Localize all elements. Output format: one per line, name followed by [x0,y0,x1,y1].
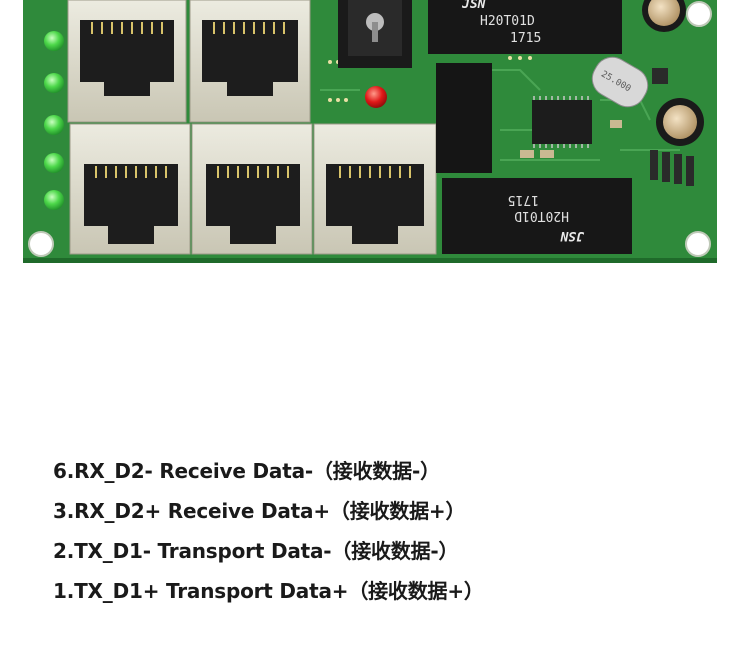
red-led [365,86,387,108]
top-transformer: JSN H20T01D 1715 [428,0,622,54]
bottom-date-code: 1715 [508,192,539,207]
bottom-brand-mark: JSN [560,228,585,243]
green-led [44,115,64,135]
top-part-number: H20T01D [480,14,535,29]
green-led [44,31,64,51]
mount-hole [686,232,710,256]
dc-power-jack [338,0,412,68]
pin-definition: 1.TX_D1+ Transport Data+（接收数据+） [53,579,484,603]
pcb-photo: JSN H20T01D 1715 25.000 [23,0,717,263]
pin-definition: 3.RX_D2+ Receive Data+（接收数据+） [53,499,466,523]
rj45-jack [189,0,311,123]
pin-definition: 6.RX_D2- Receive Data-（接收数据-） [53,459,440,483]
capacitor [642,0,686,32]
crystal-oscillator: 25.000 [591,56,649,108]
brand-mark: JSN [461,0,486,12]
green-led [44,153,64,173]
black-component [436,63,492,173]
top-date-code: 1715 [510,31,541,46]
rj45-jack [67,0,187,123]
rj45-jack [191,123,313,255]
pin-definition: 2.TX_D1- Transport Data-（接收数据-） [53,539,459,563]
bottom-part-number: H20T01D [514,208,569,223]
capacitor [656,98,704,146]
rj45-jack [313,123,437,255]
green-led [44,190,64,210]
green-led [44,73,64,93]
led-column [44,31,64,210]
mount-hole [29,232,53,256]
bottom-transformer: JSN H20T01D 1715 [442,178,632,254]
pin-definition-list: 6.RX_D2- Receive Data-（接收数据-） 3.RX_D2+ R… [53,451,484,611]
mount-hole [687,2,711,26]
controller-chip [532,96,592,148]
rj45-jack [69,123,191,255]
